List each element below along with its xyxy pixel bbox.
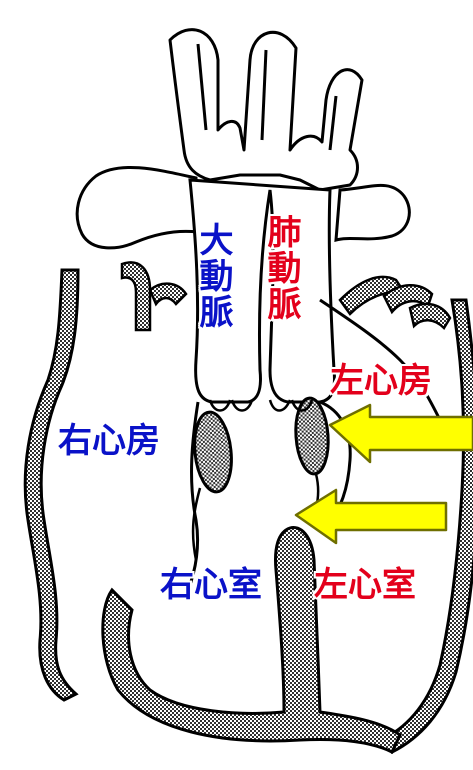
left-atrium-wall	[319, 298, 442, 421]
left-atrium-vessels	[120, 261, 188, 332]
right-wall	[23, 268, 80, 702]
mitral-valve	[294, 396, 330, 476]
left-ventricle-label: 左心室	[314, 565, 416, 605]
blood-flow-arrow-lower	[294, 488, 448, 545]
ventricular-septum	[101, 526, 402, 755]
semilunar-cusps	[208, 399, 314, 412]
left-atrium-label: 左心房	[330, 361, 432, 401]
blood-flow-arrow-upper	[328, 403, 473, 464]
right-pulmonary-branch	[334, 183, 411, 243]
right-ventricle-label: 右心室	[160, 565, 262, 605]
aorta-label: 大動脈	[193, 222, 233, 330]
right-atrium-label: 右心房	[58, 421, 160, 461]
great-arteries	[188, 178, 336, 404]
left-pulmonary-branch	[75, 166, 200, 250]
pulmonary-veins	[338, 275, 452, 331]
pulmonary-artery-label: 肺動脈	[261, 214, 301, 322]
aortic-arch	[168, 28, 364, 192]
tricuspid-valve	[193, 410, 233, 494]
